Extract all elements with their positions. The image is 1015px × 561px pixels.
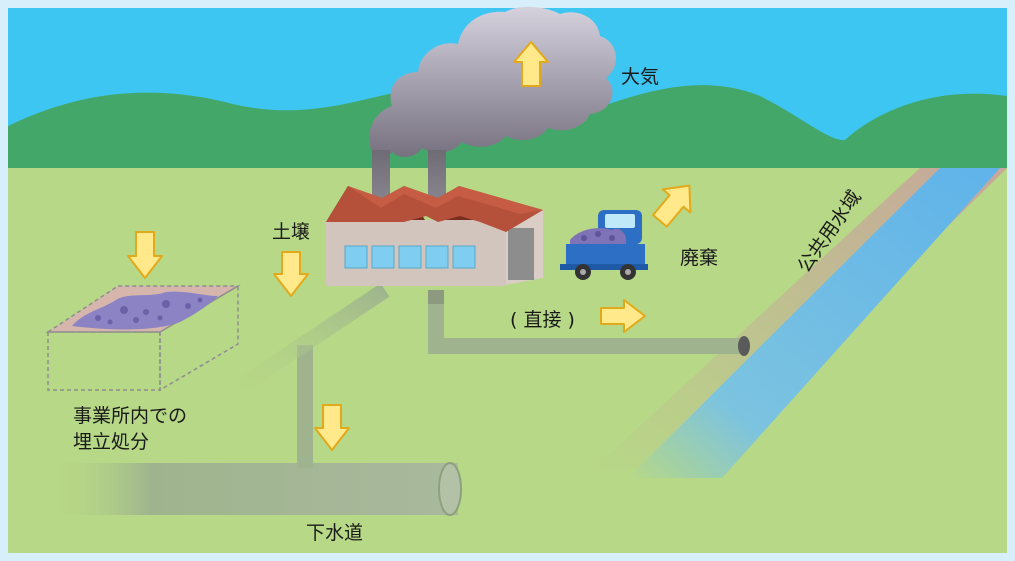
label-landfill-line2: 埋立処分 — [73, 431, 150, 453]
arrow-landfill — [127, 231, 163, 279]
arrow-up-atmosphere — [513, 41, 549, 87]
waste-truck — [560, 210, 648, 280]
arrow-waste — [651, 184, 692, 228]
outfall-opening — [738, 336, 750, 356]
arrow-sewer — [314, 404, 350, 451]
drain-pipes — [215, 283, 742, 468]
pipe-joint — [428, 290, 444, 304]
landfill-pit — [45, 284, 241, 392]
label-landfill-line1: 事業所内での — [73, 405, 188, 427]
sewer-pipe — [48, 462, 462, 516]
public-water-river — [628, 168, 1000, 478]
arrow-soil — [273, 251, 309, 297]
label-sewer: 下水道 — [306, 522, 364, 544]
factory — [326, 186, 543, 286]
label-waste: 廃棄 — [680, 247, 719, 269]
label-atmosphere: 大気 — [621, 66, 660, 88]
mountains — [8, 85, 1007, 192]
label-landfill: 事業所内での 埋立処分 — [73, 403, 187, 455]
arrow-direct — [600, 299, 646, 333]
smoke-cloud — [369, 6, 617, 158]
chimney-right — [428, 150, 446, 210]
label-soil: 土壌 — [272, 221, 311, 243]
label-direct: ( 直接 ) — [510, 309, 575, 331]
